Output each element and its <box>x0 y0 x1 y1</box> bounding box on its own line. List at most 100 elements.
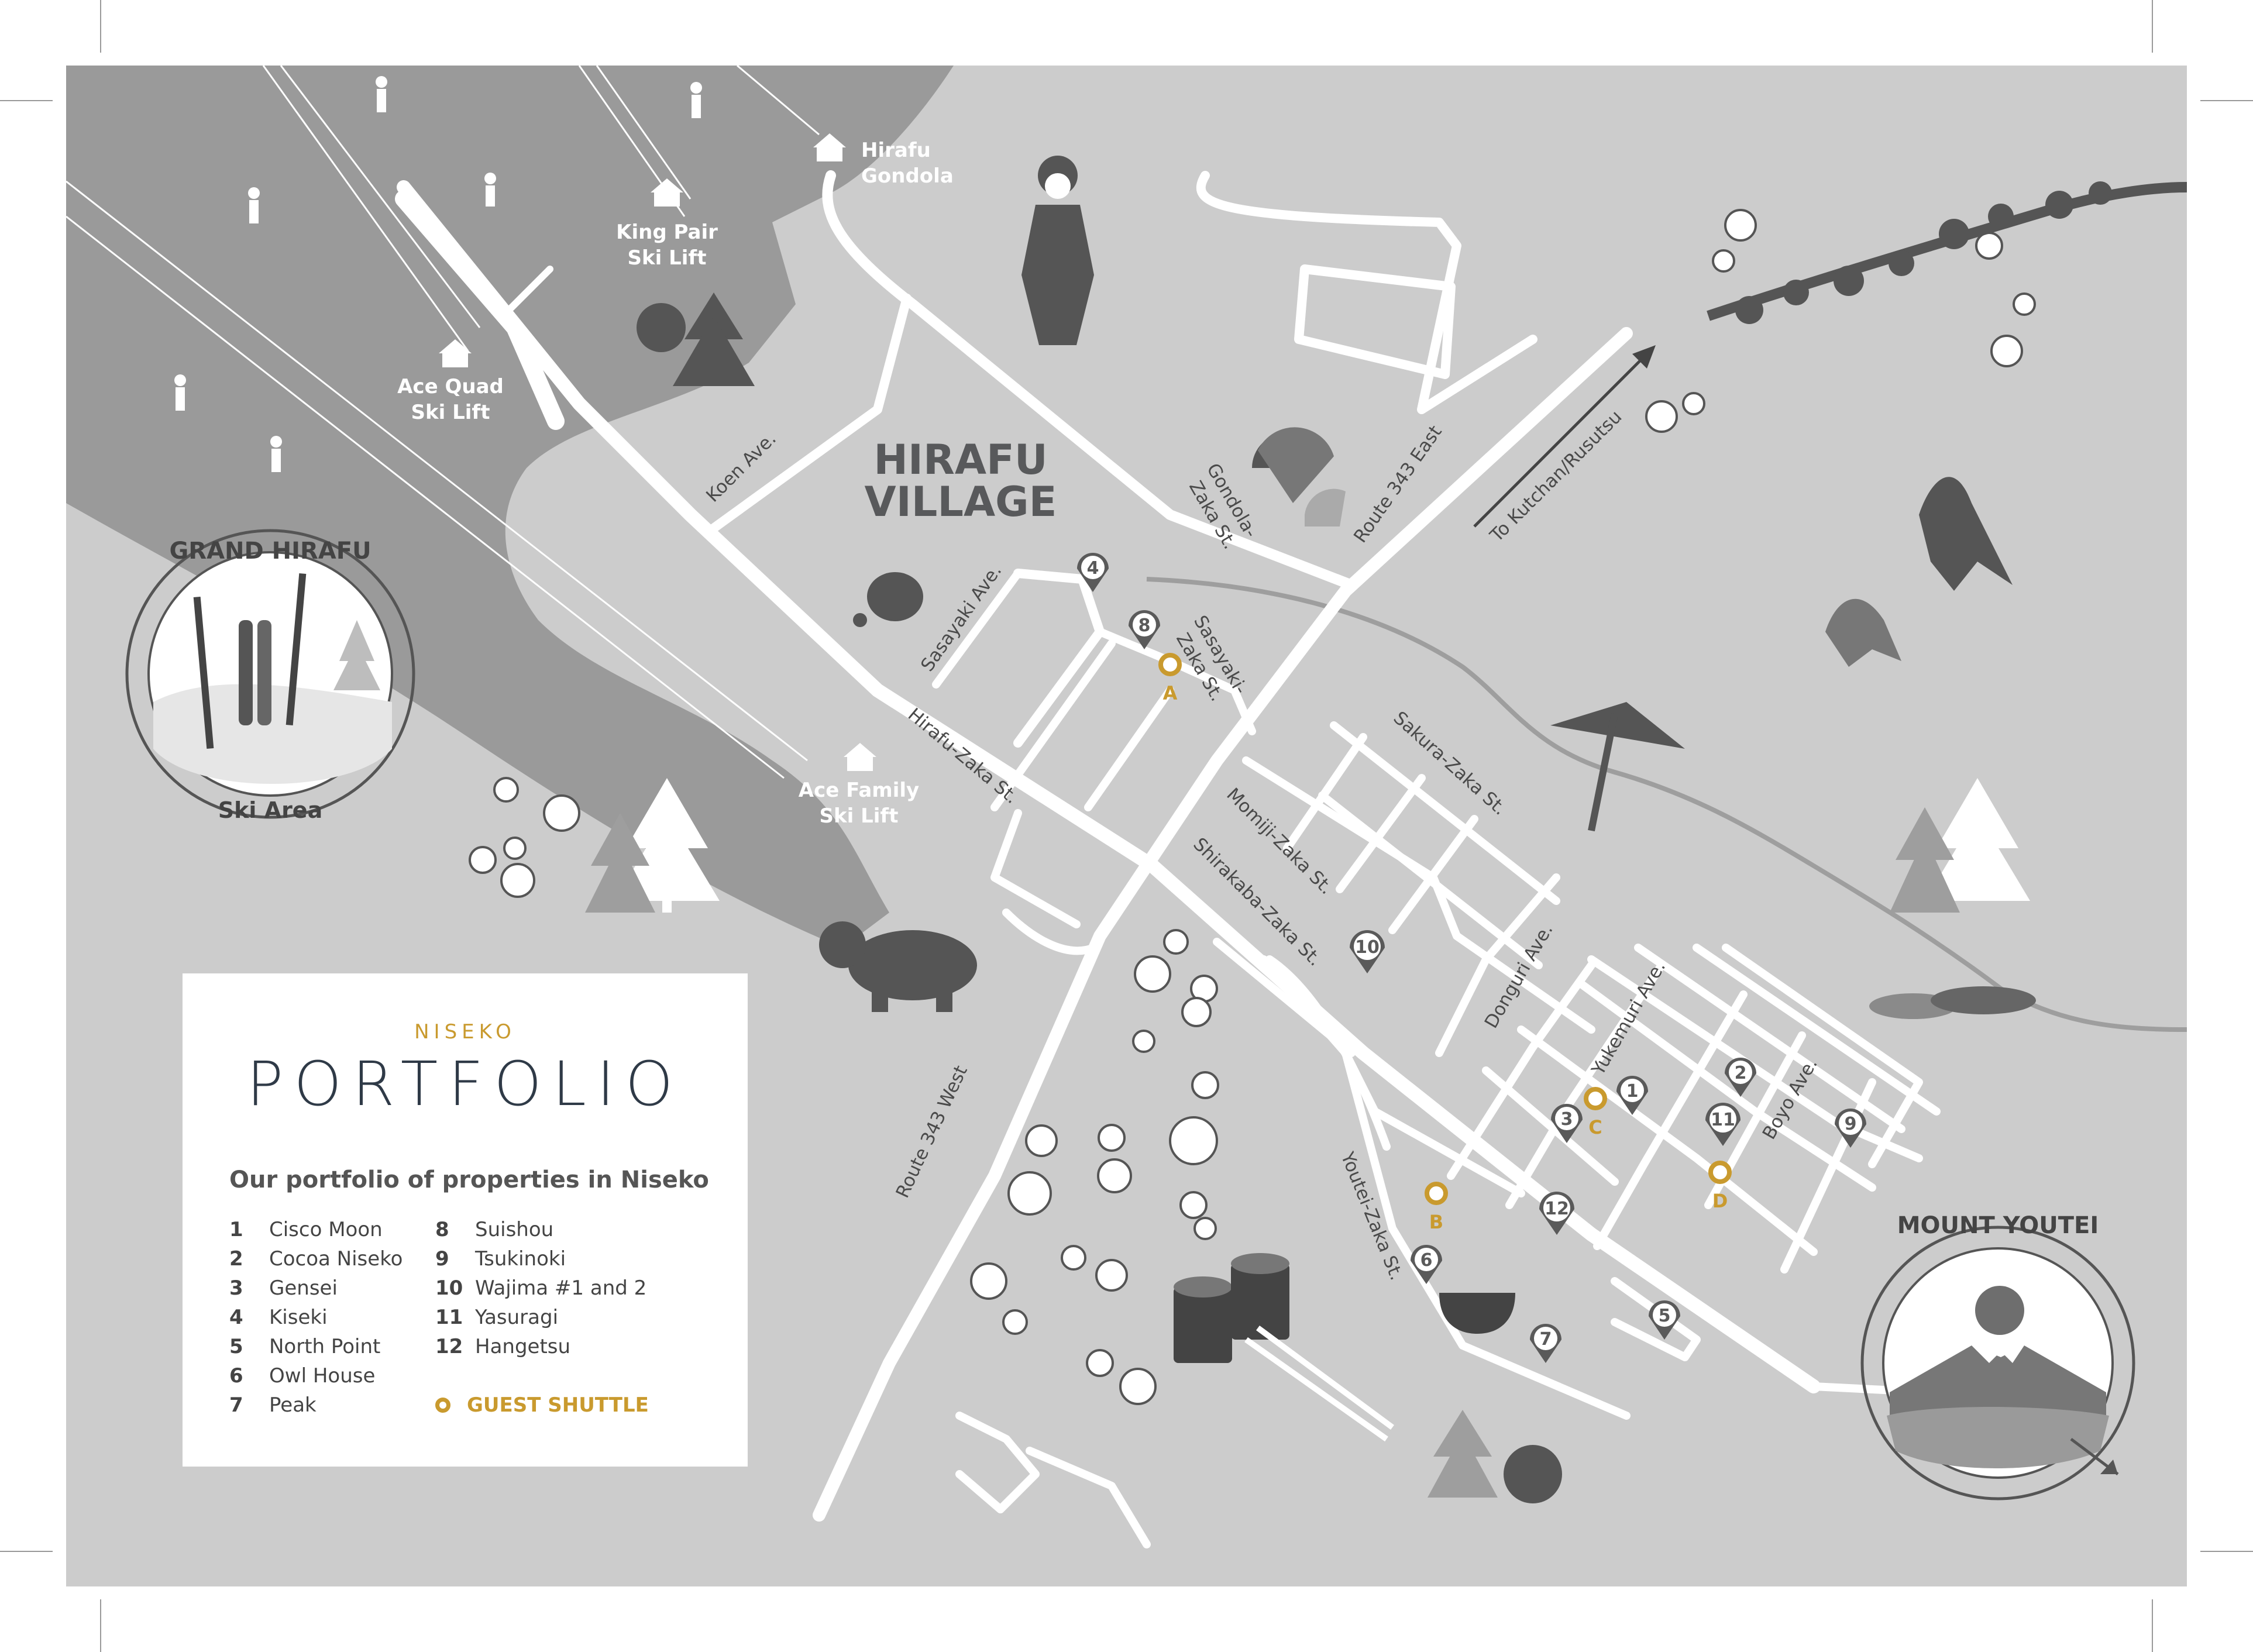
pin-12[interactable]: 12 <box>1539 1192 1574 1235</box>
legend-name: Yasuragi <box>475 1306 559 1329</box>
pin-6-label: 6 <box>1420 1250 1433 1271</box>
tree-icons-grey <box>585 807 1960 1498</box>
teapot-icon <box>853 572 923 627</box>
lift-cables <box>66 64 820 779</box>
blossom-icons <box>469 209 2036 1405</box>
village-label-1: HIRAFU <box>873 436 1047 484</box>
legend-name: Cocoa Niseko <box>269 1247 403 1271</box>
ski-area-subtitle: Ski Area <box>218 797 322 823</box>
pin-6[interactable]: 6 <box>1411 1245 1442 1284</box>
shuttle-stop-a[interactable]: A <box>1158 653 1182 704</box>
pin-1[interactable]: 1 <box>1616 1076 1648 1115</box>
brand-niseko: NISEKO <box>414 1020 516 1044</box>
shuttle-stop-b[interactable]: B <box>1425 1182 1448 1233</box>
legend-panel: NISEKO PORTFOLIO Our portfolio of proper… <box>183 973 748 1467</box>
lift-label-hirafu-gondola-2: Gondola <box>861 164 954 188</box>
pin-7[interactable]: 7 <box>1530 1324 1561 1363</box>
legend-item: 8 Suishou <box>435 1218 646 1247</box>
grand-hirafu-badge: GRAND HIRAFU Ski Area <box>125 529 415 823</box>
village-label-2: VILLAGE <box>865 478 1057 526</box>
legend-item: 6 Owl House <box>229 1364 403 1393</box>
ramen-bowl-icon <box>1439 1293 1515 1334</box>
pin-3[interactable]: 3 <box>1551 1104 1583 1143</box>
legend-num: 2 <box>229 1247 243 1271</box>
ski-area-title: GRAND HIRAFU <box>169 538 371 565</box>
bear-icon <box>819 921 977 1012</box>
pin-4-label: 4 <box>1087 558 1099 579</box>
legend-name: Suishou <box>475 1218 554 1241</box>
legend-num: 8 <box>435 1218 449 1241</box>
shuttle-b-label: B <box>1429 1211 1443 1233</box>
legend-name: Peak <box>269 1393 317 1417</box>
sushi-icon <box>1174 1253 1394 1442</box>
legend-num: 3 <box>229 1276 243 1300</box>
mount-youtei-badge: MOUNT YOUTEI <box>1860 1212 2135 1500</box>
lift-label-ace-family-2: Ski Lift <box>820 804 899 828</box>
legend-name: Owl House <box>269 1364 376 1388</box>
cherry-branch <box>1707 181 2187 324</box>
pin-10-label: 10 <box>1355 937 1380 958</box>
pin-2[interactable]: 2 <box>1725 1058 1756 1097</box>
legend-name: North Point <box>269 1335 381 1358</box>
legend-num: 10 <box>435 1276 463 1300</box>
shuttle-d-label: D <box>1712 1190 1728 1212</box>
pin-7-label: 7 <box>1540 1329 1552 1350</box>
shuttle-stops: A B C D <box>1158 653 1732 1233</box>
legend-item: 12 Hangetsu <box>435 1335 646 1364</box>
pine-icons-dark <box>637 292 1562 1503</box>
pin-3-label: 3 <box>1561 1109 1573 1130</box>
pin-4[interactable]: 4 <box>1077 553 1109 592</box>
geisha-icon <box>1021 156 1094 345</box>
legend-shuttle: GUEST SHUTTLE <box>435 1393 649 1417</box>
pin-11-label: 11 <box>1711 1110 1735 1130</box>
legend-num: 5 <box>229 1335 243 1358</box>
pin-2-label: 2 <box>1735 1063 1747 1083</box>
shuttle-a-label: A <box>1163 682 1178 704</box>
pin-8[interactable]: 8 <box>1129 610 1160 649</box>
umbrella-icon <box>1550 702 1685 832</box>
lift-station-icons <box>439 133 876 771</box>
pin-5[interactable]: 5 <box>1649 1300 1680 1340</box>
legend-name: Gensei <box>269 1276 338 1300</box>
fan-icon <box>1252 427 1346 526</box>
lift-label-ace-quad-1: Ace Quad <box>397 375 504 398</box>
pin-11[interactable]: 11 <box>1705 1103 1741 1146</box>
legend-item: 3 Gensei <box>229 1276 403 1306</box>
legend-item: 11 Yasuragi <box>435 1306 646 1335</box>
shuttle-ring-icon <box>435 1398 450 1413</box>
skier-icons <box>174 76 702 472</box>
legend-num: 11 <box>435 1306 463 1329</box>
legend-name: Hangetsu <box>475 1335 571 1358</box>
legend-heading: Our portfolio of properties in Niseko <box>229 1166 709 1193</box>
pin-10[interactable]: 10 <box>1350 930 1385 973</box>
brand-portfolio: PORTFOLIO <box>246 1048 684 1120</box>
legend-name: Tsukinoki <box>475 1247 566 1271</box>
legend-item: 10 Wajima #1 and 2 <box>435 1276 646 1306</box>
crane-icon <box>1825 477 2013 667</box>
property-pins: 1 2 3 4 5 6 7 8 <box>1077 553 1866 1363</box>
ski-slope <box>66 66 954 948</box>
lift-label-ace-family-1: Ace Family <box>799 779 919 802</box>
legend-name: Wajima #1 and 2 <box>475 1276 647 1300</box>
pin-9[interactable]: 9 <box>1835 1109 1866 1148</box>
legend-num: 12 <box>435 1335 463 1358</box>
shuttle-c-label: C <box>1588 1116 1602 1138</box>
pin-5-label: 5 <box>1659 1306 1671 1326</box>
pin-9-label: 9 <box>1845 1114 1857 1134</box>
legend-num: 6 <box>229 1364 243 1388</box>
legend-num: 4 <box>229 1306 243 1329</box>
fish-icon <box>1869 986 2036 1019</box>
tree-icons <box>614 778 2030 913</box>
lift-label-hirafu-gondola-1: Hirafu <box>861 139 931 162</box>
pin-12-label: 12 <box>1545 1199 1569 1219</box>
shuttle-stop-c[interactable]: C <box>1584 1087 1607 1138</box>
legend-num: 1 <box>229 1218 243 1241</box>
pin-1-label: 1 <box>1626 1081 1639 1102</box>
shuttle-stop-d[interactable]: D <box>1708 1161 1732 1212</box>
